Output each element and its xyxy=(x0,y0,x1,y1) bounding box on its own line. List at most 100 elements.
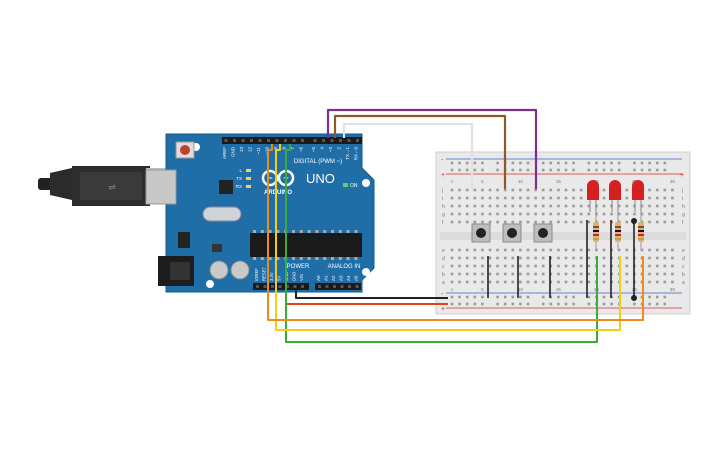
breadboard-hole[interactable] xyxy=(481,302,484,306)
breadboard-hole[interactable] xyxy=(519,302,522,306)
breadboard-hole[interactable] xyxy=(640,248,644,252)
breadboard-hole[interactable] xyxy=(526,168,530,172)
header-hole[interactable] xyxy=(347,139,351,142)
digital-header[interactable] xyxy=(222,137,362,144)
breadboard-hole[interactable] xyxy=(526,280,530,284)
breadboard-hole[interactable] xyxy=(511,168,515,172)
breadboard-hole[interactable] xyxy=(465,272,469,276)
header-hole[interactable] xyxy=(355,285,359,288)
breadboard-hole[interactable] xyxy=(602,188,606,192)
breadboard-hole[interactable] xyxy=(648,256,651,260)
wire-purple[interactable] xyxy=(326,108,538,189)
breadboard-hole[interactable] xyxy=(458,248,461,252)
breadboard-hole[interactable] xyxy=(519,196,522,200)
breadboard-hole[interactable] xyxy=(655,256,659,260)
breadboard-hole[interactable] xyxy=(579,188,583,192)
breadboard-hole[interactable] xyxy=(579,220,583,224)
push-buttons[interactable] xyxy=(471,223,553,243)
breadboard-hole[interactable] xyxy=(655,168,659,172)
breadboard-hole[interactable] xyxy=(579,212,583,216)
breadboard-hole[interactable] xyxy=(503,204,507,208)
breadboard-hole[interactable] xyxy=(587,204,591,208)
breadboard-hole[interactable] xyxy=(640,204,644,208)
header-hole[interactable] xyxy=(258,139,262,142)
breadboard-hole[interactable] xyxy=(564,196,568,200)
breadboard-hole[interactable] xyxy=(511,161,515,165)
breadboard-hole[interactable] xyxy=(572,248,575,252)
breadboard-hole[interactable] xyxy=(519,220,522,224)
breadboard-hole[interactable] xyxy=(572,188,575,192)
breadboard-hole[interactable] xyxy=(579,272,583,276)
breadboard-hole[interactable] xyxy=(465,295,469,299)
breadboard-hole[interactable] xyxy=(663,295,667,299)
breadboard-hole[interactable] xyxy=(541,161,545,165)
breadboard-hole[interactable] xyxy=(633,302,636,306)
breadboard-hole[interactable] xyxy=(488,196,492,200)
header-hole[interactable] xyxy=(284,139,287,142)
breadboard-hole[interactable] xyxy=(526,196,530,200)
breadboard-hole[interactable] xyxy=(519,280,522,284)
breadboard-hole[interactable] xyxy=(458,264,461,268)
breadboard-hole[interactable] xyxy=(481,204,484,208)
breadboard-hole[interactable] xyxy=(458,295,461,299)
breadboard-hole[interactable] xyxy=(473,302,477,306)
breadboard-hole[interactable] xyxy=(587,256,591,260)
breadboard-hole[interactable] xyxy=(633,161,636,165)
breadboard-hole[interactable] xyxy=(488,220,492,224)
breadboard-hole[interactable] xyxy=(557,168,560,172)
led-2[interactable] xyxy=(609,180,621,214)
header-hole[interactable] xyxy=(330,139,334,142)
breadboard-hole[interactable] xyxy=(458,220,461,224)
breadboard-hole[interactable] xyxy=(511,220,515,224)
breadboard-hole[interactable] xyxy=(564,220,568,224)
breadboard-hole[interactable] xyxy=(633,168,636,172)
breadboard-hole[interactable] xyxy=(541,302,545,306)
breadboard-hole[interactable] xyxy=(663,188,667,192)
breadboard-hole[interactable] xyxy=(625,248,629,252)
breadboard-hole[interactable] xyxy=(511,212,515,216)
breadboard-hole[interactable] xyxy=(496,302,499,306)
breadboard-hole[interactable] xyxy=(519,161,522,165)
breadboard-hole[interactable] xyxy=(496,168,499,172)
breadboard-hole[interactable] xyxy=(503,302,507,306)
breadboard-hole[interactable] xyxy=(458,212,461,216)
breadboard-hole[interactable] xyxy=(534,204,537,208)
breadboard-hole[interactable] xyxy=(572,168,575,172)
breadboard-hole[interactable] xyxy=(465,280,469,284)
breadboard-hole[interactable] xyxy=(671,272,674,276)
breadboard-hole[interactable] xyxy=(587,220,591,224)
breadboard-hole[interactable] xyxy=(587,302,591,306)
breadboard-hole[interactable] xyxy=(625,196,629,200)
breadboard-hole[interactable] xyxy=(549,248,553,252)
breadboard-hole[interactable] xyxy=(526,295,530,299)
breadboard-hole[interactable] xyxy=(511,295,515,299)
breadboard-hole[interactable] xyxy=(572,220,575,224)
header-hole[interactable] xyxy=(322,139,325,142)
breadboard-hole[interactable] xyxy=(450,220,454,224)
breadboard-hole[interactable] xyxy=(648,212,651,216)
breadboard-hole[interactable] xyxy=(541,280,545,284)
breadboard-hole[interactable] xyxy=(450,256,454,260)
breadboard-hole[interactable] xyxy=(610,161,613,165)
breadboard-hole[interactable] xyxy=(503,248,507,252)
breadboard-hole[interactable] xyxy=(663,168,667,172)
breadboard-hole[interactable] xyxy=(602,212,606,216)
breadboard-hole[interactable] xyxy=(481,188,484,192)
breadboard-hole[interactable] xyxy=(625,280,629,284)
wire-brown[interactable] xyxy=(333,114,507,189)
breadboard-hole[interactable] xyxy=(473,161,477,165)
breadboard-hole[interactable] xyxy=(519,264,522,268)
breadboard-hole[interactable] xyxy=(496,161,499,165)
breadboard-hole[interactable] xyxy=(541,256,545,260)
breadboard-hole[interactable] xyxy=(503,295,507,299)
breadboard-hole[interactable] xyxy=(465,256,469,260)
breadboard-hole[interactable] xyxy=(655,248,659,252)
breadboard-hole[interactable] xyxy=(663,248,667,252)
breadboard-hole[interactable] xyxy=(549,168,553,172)
wire-green[interactable] xyxy=(285,144,598,343)
breadboard-hole[interactable] xyxy=(541,272,545,276)
breadboard-hole[interactable] xyxy=(541,196,545,200)
breadboard-hole[interactable] xyxy=(648,161,651,165)
breadboard-hole[interactable] xyxy=(534,280,537,284)
breadboard-hole[interactable] xyxy=(450,264,454,268)
